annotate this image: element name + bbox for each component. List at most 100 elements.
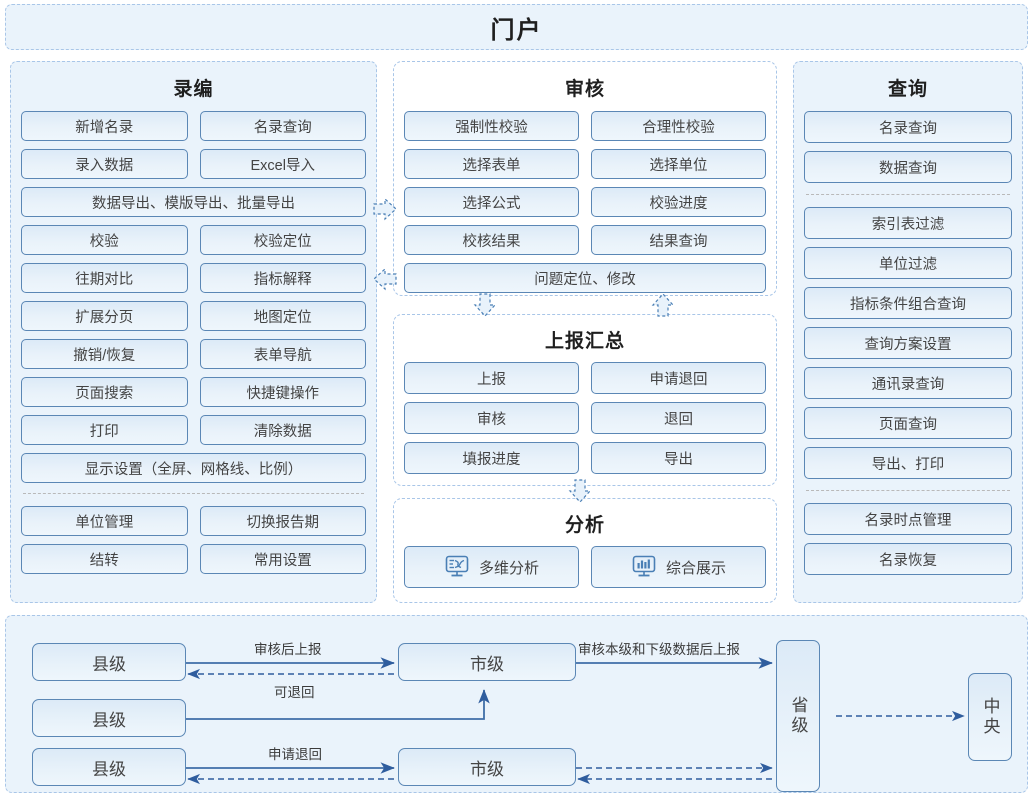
button-row: 名录时点管理 [804, 503, 1012, 535]
flow-node-city-1[interactable]: 市级 [398, 643, 576, 681]
btn-apply-return[interactable]: 申请退回 [591, 362, 766, 394]
btn-carry-forward[interactable]: 结转 [21, 544, 188, 574]
button-row: 审核 退回 [404, 402, 766, 434]
btn-index-table-filter[interactable]: 索引表过滤 [804, 207, 1012, 239]
btn-comprehensive-display[interactable]: 综合展示 [591, 546, 766, 588]
btn-review[interactable]: 审核 [404, 402, 579, 434]
button-row: 强制性校验 合理性校验 [404, 111, 766, 141]
chaxun-group-1: 名录查询 数据查询 [804, 111, 1012, 183]
btn-switch-report-period[interactable]: 切换报告期 [199, 506, 366, 536]
btn-shortcut-operation[interactable]: 快捷键操作 [199, 377, 366, 407]
btn-unit-management[interactable]: 单位管理 [21, 506, 188, 536]
btn-directory-query[interactable]: 名录查询 [804, 111, 1012, 143]
module-panel-shenhe: 审核 强制性校验 合理性校验 选择表单 选择单位 选择公式 校验进度 校核结果 … [393, 61, 777, 296]
btn-label: 综合展示 [665, 559, 726, 577]
button-row: 通讯录查询 [804, 367, 1012, 399]
module-column-middle: 审核 强制性校验 合理性校验 选择表单 选择单位 选择公式 校验进度 校核结果 … [393, 61, 777, 603]
section-divider [806, 194, 1010, 195]
btn-indicator-condition-query[interactable]: 指标条件组合查询 [804, 287, 1012, 319]
button-row: 页面搜索 快捷键操作 [21, 377, 366, 407]
btn-select-form[interactable]: 选择表单 [404, 149, 579, 179]
btn-return[interactable]: 退回 [591, 402, 766, 434]
button-row: 往期对比 指标解释 [21, 263, 366, 293]
connector-luybian-shenhe [373, 197, 397, 291]
btn-multidimensional-analysis[interactable]: 多维分析 [404, 546, 579, 588]
btn-export-print[interactable]: 导出、打印 [804, 447, 1012, 479]
button-row: 名录恢复 [804, 543, 1012, 575]
flow-label-can-return: 可退回 [274, 685, 315, 700]
btn-validation-progress[interactable]: 校验进度 [591, 187, 766, 217]
btn-result-query[interactable]: 结果查询 [591, 225, 766, 255]
btn-query-scheme-settings[interactable]: 查询方案设置 [804, 327, 1012, 359]
btn-mandatory-validation[interactable]: 强制性校验 [404, 111, 579, 141]
connector-shangbao-fenxi [568, 479, 592, 503]
flow-label-apply-return: 申请退回 [268, 747, 322, 762]
chaxun-group-3: 名录时点管理 名录恢复 [804, 503, 1012, 575]
btn-print[interactable]: 打印 [21, 415, 188, 445]
btn-enter-data[interactable]: 录入数据 [21, 149, 188, 179]
button-row: 新增名录 名录查询 [21, 111, 366, 141]
main-modules-region: 录编 新增名录 名录查询 录入数据 Excel导入 数据导出、模版导出、批量导出… [5, 56, 1028, 608]
btn-page-search[interactable]: 页面搜索 [21, 377, 188, 407]
btn-excel-import[interactable]: Excel导入 [199, 149, 366, 179]
button-row: 选择表单 选择单位 [404, 149, 766, 179]
btn-add-directory[interactable]: 新增名录 [21, 111, 188, 141]
module-panel-fenxi: 分析 [393, 498, 777, 603]
module-panel-chaxun: 查询 名录查询 数据查询 索引表过滤 单位过滤 指标条件组合查询 [793, 61, 1023, 603]
button-row: 录入数据 Excel导入 [21, 149, 366, 179]
btn-form-navigation[interactable]: 表单导航 [199, 339, 366, 369]
btn-directory-time-point-management[interactable]: 名录时点管理 [804, 503, 1012, 535]
button-row: 校验 校验定位 [21, 225, 366, 255]
btn-data-export[interactable]: 数据导出、模版导出、批量导出 [21, 187, 366, 217]
button-row: 页面查询 [804, 407, 1012, 439]
flow-node-city-2[interactable]: 市级 [398, 748, 576, 786]
luybian-group-2: 单位管理 切换报告期 结转 常用设置 [21, 506, 366, 574]
btn-page-query[interactable]: 页面查询 [804, 407, 1012, 439]
btn-problem-locate-modify[interactable]: 问题定位、修改 [404, 263, 766, 293]
button-row: 结转 常用设置 [21, 544, 366, 574]
flow-node-county-1[interactable]: 县级 [32, 643, 186, 681]
btn-map-locate[interactable]: 地图定位 [199, 301, 366, 331]
panel-title-shenhe: 审核 [564, 79, 605, 100]
btn-indicator-explain[interactable]: 指标解释 [199, 263, 366, 293]
btn-directory-query[interactable]: 名录查询 [199, 111, 366, 141]
flow-node-province[interactable]: 省级 [776, 640, 820, 792]
btn-select-unit[interactable]: 选择单位 [591, 149, 766, 179]
btn-clear-data[interactable]: 清除数据 [199, 415, 366, 445]
reporting-flow-panel: 县级 县级 县级 市级 市级 省级 中央 审核后上报 可退回 申请退回 审核本级… [5, 615, 1028, 793]
btn-validate-locate[interactable]: 校验定位 [199, 225, 366, 255]
luybian-group-1: 新增名录 名录查询 录入数据 Excel导入 数据导出、模版导出、批量导出 校验… [21, 111, 366, 483]
btn-fill-progress[interactable]: 填报进度 [404, 442, 579, 474]
button-row: 查询方案设置 [804, 327, 1012, 359]
btn-select-formula[interactable]: 选择公式 [404, 187, 579, 217]
button-row: 填报进度 导出 [404, 442, 766, 474]
flow-label-review-report: 审核后上报 [254, 642, 322, 657]
btn-period-compare[interactable]: 往期对比 [21, 263, 188, 293]
button-row: 显示设置（全屏、网格线、比例） [21, 453, 366, 483]
connector-shenhe-shangbao [473, 293, 675, 317]
btn-common-settings[interactable]: 常用设置 [199, 544, 366, 574]
btn-report-submit[interactable]: 上报 [404, 362, 579, 394]
button-row: 数据导出、模版导出、批量导出 [21, 187, 366, 217]
panel-title-chaxun: 查询 [887, 79, 928, 100]
btn-rationality-validation[interactable]: 合理性校验 [591, 111, 766, 141]
btn-check-result[interactable]: 校核结果 [404, 225, 579, 255]
portal-header: 门户 [5, 4, 1028, 50]
button-row: 扩展分页 地图定位 [21, 301, 366, 331]
btn-export[interactable]: 导出 [591, 442, 766, 474]
btn-undo-redo[interactable]: 撤销/恢复 [21, 339, 188, 369]
button-row: 打印 清除数据 [21, 415, 366, 445]
button-row: 指标条件组合查询 [804, 287, 1012, 319]
button-row: 导出、打印 [804, 447, 1012, 479]
btn-unit-filter[interactable]: 单位过滤 [804, 247, 1012, 279]
btn-contacts-query[interactable]: 通讯录查询 [804, 367, 1012, 399]
btn-display-settings[interactable]: 显示设置（全屏、网格线、比例） [21, 453, 366, 483]
btn-directory-restore[interactable]: 名录恢复 [804, 543, 1012, 575]
flow-node-central[interactable]: 中央 [968, 673, 1012, 761]
flow-node-county-2[interactable]: 县级 [32, 699, 186, 737]
btn-expand-paging[interactable]: 扩展分页 [21, 301, 188, 331]
flow-node-county-3[interactable]: 县级 [32, 748, 186, 786]
button-row: 校核结果 结果查询 [404, 225, 766, 255]
btn-data-query[interactable]: 数据查询 [804, 151, 1012, 183]
btn-validate[interactable]: 校验 [21, 225, 188, 255]
